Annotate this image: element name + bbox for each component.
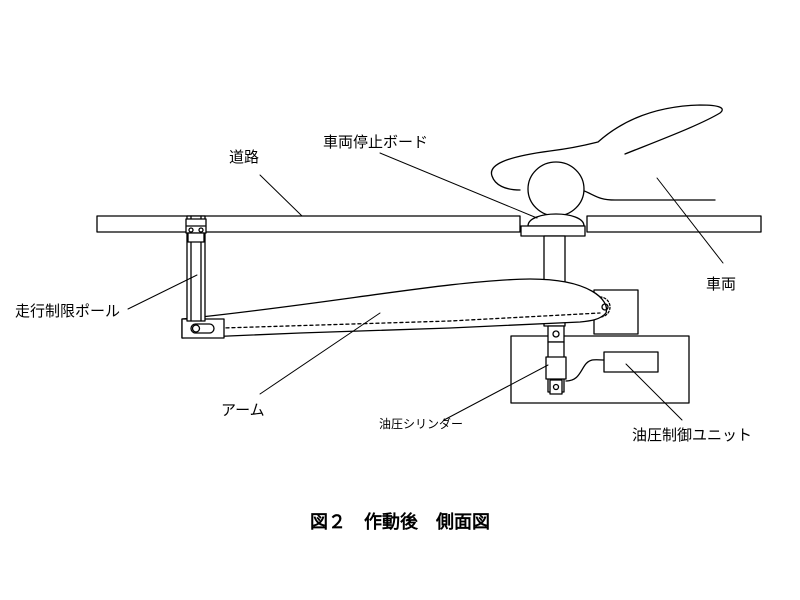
- arm-label: アーム: [221, 401, 265, 419]
- vehicle: [490, 104, 723, 217]
- vehicle-label: 車両: [706, 275, 736, 293]
- stop-board-label: 車両停止ボード: [323, 133, 428, 151]
- restriction-pole: [185, 215, 207, 322]
- pole-label: 走行制限ポール: [15, 302, 120, 320]
- leader-lines: [127, 152, 724, 421]
- hydraulic-cylinder: [545, 325, 567, 395]
- arm-pivot-block: [181, 318, 225, 339]
- control-unit: [603, 351, 659, 373]
- hydraulic-housing: [510, 335, 690, 404]
- arm: [181, 278, 611, 339]
- figure-caption: 図２ 作動後 側面図: [310, 511, 490, 533]
- road-label: 道路: [229, 148, 259, 166]
- cylinder-label: 油圧シリンダー: [379, 416, 463, 431]
- control-unit-label: 油圧制御ユニット: [632, 426, 752, 444]
- stop-board: [520, 213, 586, 237]
- hydraulic-hose: [565, 359, 606, 382]
